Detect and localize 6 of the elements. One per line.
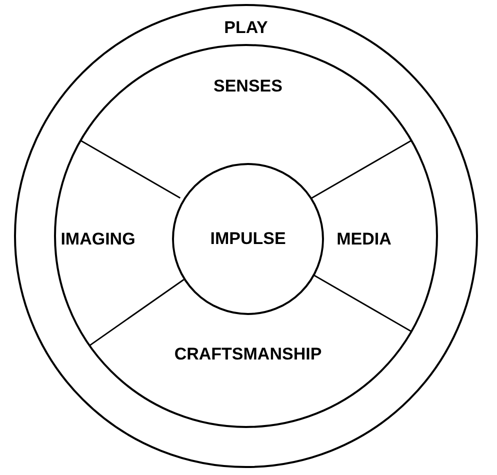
segment-label: IMPULSE — [210, 228, 286, 250]
segment-label: SENSES — [214, 75, 282, 98]
segment-label: MEDIA — [336, 228, 392, 250]
segment-label: IMAGING — [60, 228, 136, 250]
segment-label: PLAY — [224, 17, 268, 39]
segment-label: CRAFTSMANSHIP — [174, 343, 322, 366]
